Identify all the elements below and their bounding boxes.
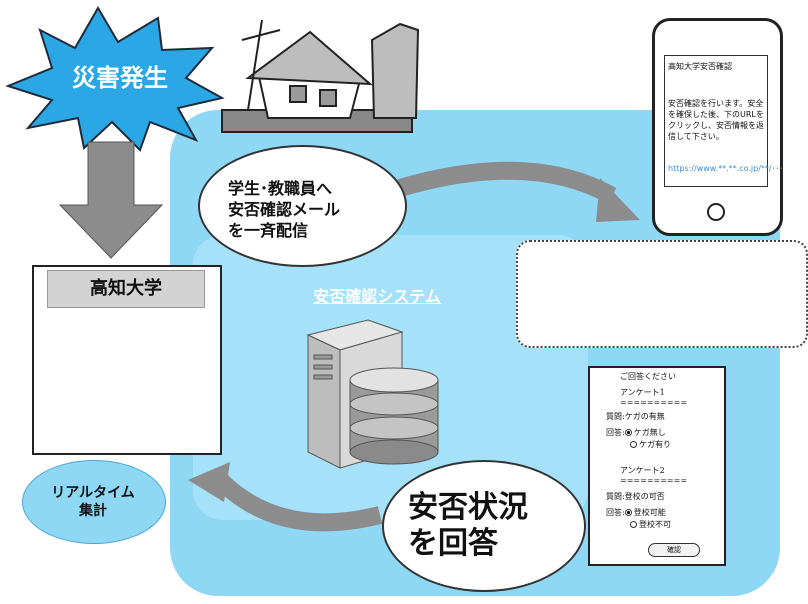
disaster-starburst-icon: [5, 6, 225, 152]
survey-header: ご回答ください: [620, 372, 676, 381]
reply-bubble: [382, 460, 586, 592]
q1-opt2-radio[interactable]: [630, 441, 637, 448]
down-arrow-icon: [58, 141, 164, 259]
q2-opt2-label: 登校不可: [639, 520, 671, 529]
database-icon: [349, 367, 439, 465]
q2-opt2: 登校不可: [630, 520, 671, 530]
phone-screen: [664, 55, 768, 187]
q1-question: 質問:ケガの有無: [606, 412, 665, 422]
students-staff-box: [516, 240, 808, 348]
q1-opt1-label: ケガ無し: [633, 428, 666, 437]
q1-answer-label: 回答:: [606, 428, 625, 437]
q1-title: アンケート1: [620, 388, 665, 397]
q2-answer: 回答: 登校可能: [606, 508, 666, 518]
q2-title: アンケート2: [620, 466, 665, 475]
send-mail-bubble: [198, 145, 407, 267]
realtime-line2: 集計: [79, 503, 107, 519]
phone-home-button-icon: [707, 203, 725, 221]
send-line1: 学生･教職員へ: [228, 179, 333, 198]
q2-opt1-label: 登校可能: [633, 508, 666, 517]
reply-line1: 安否状況: [408, 490, 528, 525]
send-mail-text: 学生･教職員へ 安否確認メール を一斉配信: [228, 178, 368, 241]
q1-opt1-radio[interactable]: [624, 429, 632, 436]
q2-question-label: 質問:: [606, 492, 625, 501]
send-line2: 安否確認メール: [228, 200, 341, 219]
q1-rule: ==========: [620, 398, 688, 407]
reply-line2: を回答: [408, 526, 498, 561]
q1-answer: 回答: ケガ無し: [606, 428, 666, 438]
phone-mail-title: 高知大学安否確認: [668, 62, 732, 71]
q2-opt1-radio[interactable]: [624, 509, 632, 516]
realtime-aggregation-label: リアルタイム 集計: [22, 484, 164, 520]
q1-question-text: ケガの有無: [624, 412, 665, 421]
q1-opt2-label: ケガ有り: [639, 440, 671, 449]
q2-answer-label: 回答:: [606, 508, 625, 517]
reply-text: 安否状況 を回答: [408, 490, 528, 562]
q2-opt2-radio[interactable]: [630, 521, 637, 528]
realtime-aggregation-bubble: [22, 460, 166, 544]
q1-question-label: 質問:: [606, 412, 625, 421]
q1-opt2: ケガ有り: [630, 440, 671, 450]
system-title: 安否確認システム: [313, 287, 441, 306]
university-label: 高知大学: [47, 270, 205, 308]
q2-rule: ==========: [620, 476, 688, 485]
confirm-button[interactable]: 確認: [648, 543, 700, 557]
disaster-label: 災害発生: [72, 64, 168, 92]
send-line3: を一斉配信: [228, 221, 309, 240]
realtime-line1: リアルタイム: [51, 485, 135, 501]
phone-mail-link[interactable]: https://www.**.**.co.jp/**/･･･: [668, 164, 784, 173]
q2-question: 質問:登校の可否: [606, 492, 665, 502]
q2-question-text: 登校の可否: [624, 492, 665, 501]
send-curve-arrow-icon: [397, 161, 617, 204]
collapsed-house-icon: [221, 19, 420, 133]
survey-form: [588, 366, 726, 566]
reply-curve-arrow-icon: [213, 473, 383, 532]
phone-mail-body: 安否確認を行います。安全を確保した後、下のURLをクリックし、安否情報を返信して…: [668, 99, 764, 141]
